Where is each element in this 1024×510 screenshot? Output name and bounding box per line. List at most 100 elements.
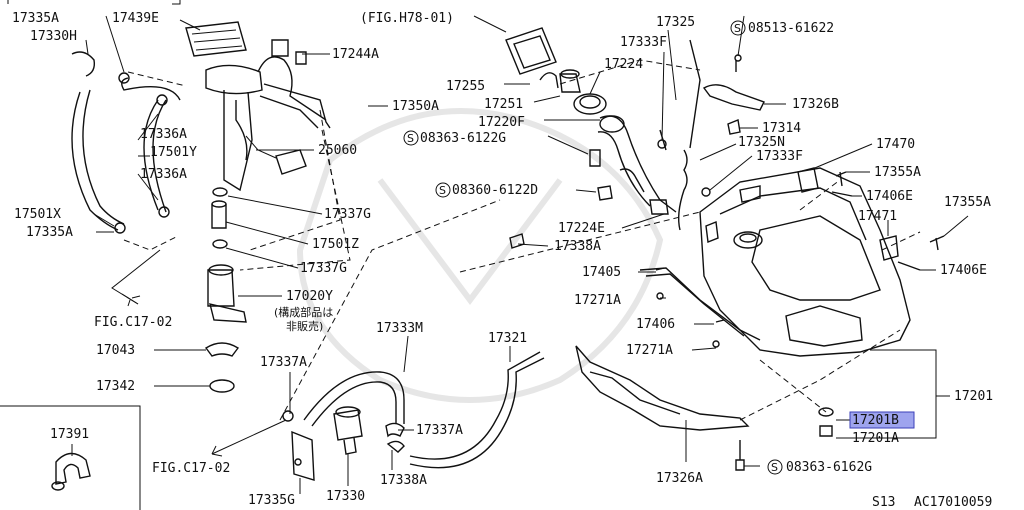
hose-17501Y [143,99,159,211]
label-17335G[interactable]: 17335G [248,493,295,508]
label-08513-61622[interactable]: 08513-61622 [748,21,834,36]
svg-text:S: S [734,22,741,35]
label-17501Z[interactable]: 17501Z [312,237,359,252]
label-17338A-b[interactable]: 17338A [380,473,427,488]
label-17336A-b[interactable]: 17336A [140,167,187,182]
connector [271,39,289,57]
label-17330[interactable]: 17330 [326,489,365,504]
s-marker-icon [403,130,419,146]
label-17251[interactable]: 17251 [484,97,523,112]
label-17350A[interactable]: 17350A [392,99,439,114]
note-line2: 非販売) [286,320,323,333]
label-17333M[interactable]: 17333M [376,321,423,336]
label-17405[interactable]: 17405 [582,265,621,280]
label-17406E-b[interactable]: 17406E [940,263,987,278]
label-17335A-b[interactable]: 17335A [26,225,73,240]
label-17201B[interactable]: 17201B [852,413,899,428]
label-17325N[interactable]: 17325N [738,135,785,150]
o-ring [209,379,235,393]
label-17338A[interactable]: 17338A [554,239,601,254]
sensor-unit [275,149,307,175]
label-17314[interactable]: 17314 [762,121,801,136]
label-08363-6162g[interactable]: 08363-6162G [786,460,872,475]
label-17355A-b[interactable]: 17355A [944,195,991,210]
label-17471[interactable]: 17471 [858,209,897,224]
footer-section: S13 [872,495,895,510]
pump-clip [204,342,240,357]
standard-part-markers: S S S S [403,20,783,475]
label-17336A[interactable]: 17336A [140,127,187,142]
label-17501Y[interactable]: 17501Y [150,145,197,160]
label-08360-6122d[interactable]: 08360-6122D [452,183,538,198]
part-labels: 17335A 17330H 17439E 17244A 17350A 17336… [12,11,993,510]
label-17333F[interactable]: 17333F [620,35,667,50]
s-marker-icon [730,20,746,36]
hose-17501X [71,91,119,231]
label-17470[interactable]: 17470 [876,137,915,152]
protector-17326A [575,345,750,431]
label-17224[interactable]: 17224 [604,57,643,72]
label-17325[interactable]: 17325 [656,15,695,30]
canister-group [211,199,545,494]
label-17224E[interactable]: 17224E [558,221,605,236]
label-17355A[interactable]: 17355A [874,165,921,180]
clamp-17330H [71,51,96,77]
label-17342[interactable]: 17342 [96,379,135,394]
label-17020Y[interactable]: 17020Y [286,289,333,304]
label-17406[interactable]: 17406 [636,317,675,332]
label-17335A[interactable]: 17335A [12,11,59,26]
label-17337G-b[interactable]: 17337G [300,261,347,276]
label-08363-6122g[interactable]: 08363-6122G [420,131,506,146]
label-17271A-b[interactable]: 17271A [626,343,673,358]
bolt-17201A [819,425,833,437]
label-17201[interactable]: 17201 [954,389,993,404]
canister-17330 [333,409,363,441]
label-25060[interactable]: 25060 [318,143,357,158]
label-17330H[interactable]: 17330H [30,29,77,44]
svg-text:S: S [407,132,414,145]
label-17255[interactable]: 17255 [446,79,485,94]
label-17321[interactable]: 17321 [488,331,527,346]
label-17201A[interactable]: 17201A [852,431,899,446]
bracket-17470 [797,167,819,193]
label-fig-c17-02-b[interactable]: FIG.C17-02 [152,461,230,476]
label-17333F-b[interactable]: 17333F [756,149,803,164]
group-bracket-top [7,0,181,5]
bracket-17326B [702,84,765,111]
watermark [296,108,664,403]
label-17244A[interactable]: 17244A [332,47,379,62]
label-17043[interactable]: 17043 [96,343,135,358]
breather-17325 [677,149,688,231]
footer-code: AC17010059 [914,495,992,510]
label-fig-c17-02[interactable]: FIG.C17-02 [94,315,172,330]
highlight-17201B [849,411,915,429]
tank-filler-port [733,231,763,249]
label-17337A[interactable]: 17337A [260,355,307,370]
note-line1: (構成部品は [274,305,333,319]
cap-17251 [559,73,581,93]
bracket-17471 [879,235,899,261]
pump-bracket [223,90,253,192]
s-marker-icon [767,459,783,475]
fuel-tank-group [459,15,969,471]
bracket-17335G [291,430,315,481]
label-17391[interactable]: 17391 [50,427,89,442]
label-17337G[interactable]: 17337G [324,207,371,222]
label-17220F[interactable]: 17220F [478,115,525,130]
label-17326A[interactable]: 17326A [656,471,703,486]
label-fig-h78-01[interactable]: (FIG.H78-01) [360,11,454,26]
hose-17321 [409,351,541,460]
label-17271A[interactable]: 17271A [574,293,621,308]
svg-text:S: S [439,184,446,197]
label-17439E[interactable]: 17439E [112,11,159,26]
fuel-tank [699,167,911,357]
label-17501X[interactable]: 17501X [14,207,61,222]
label-17326B[interactable]: 17326B [792,97,839,112]
pump-module-top [205,64,263,95]
lid-17255 [505,27,557,75]
label-17406E[interactable]: 17406E [866,189,913,204]
inset-17391 [0,405,141,510]
label-17337A-b[interactable]: 17337A [416,423,463,438]
